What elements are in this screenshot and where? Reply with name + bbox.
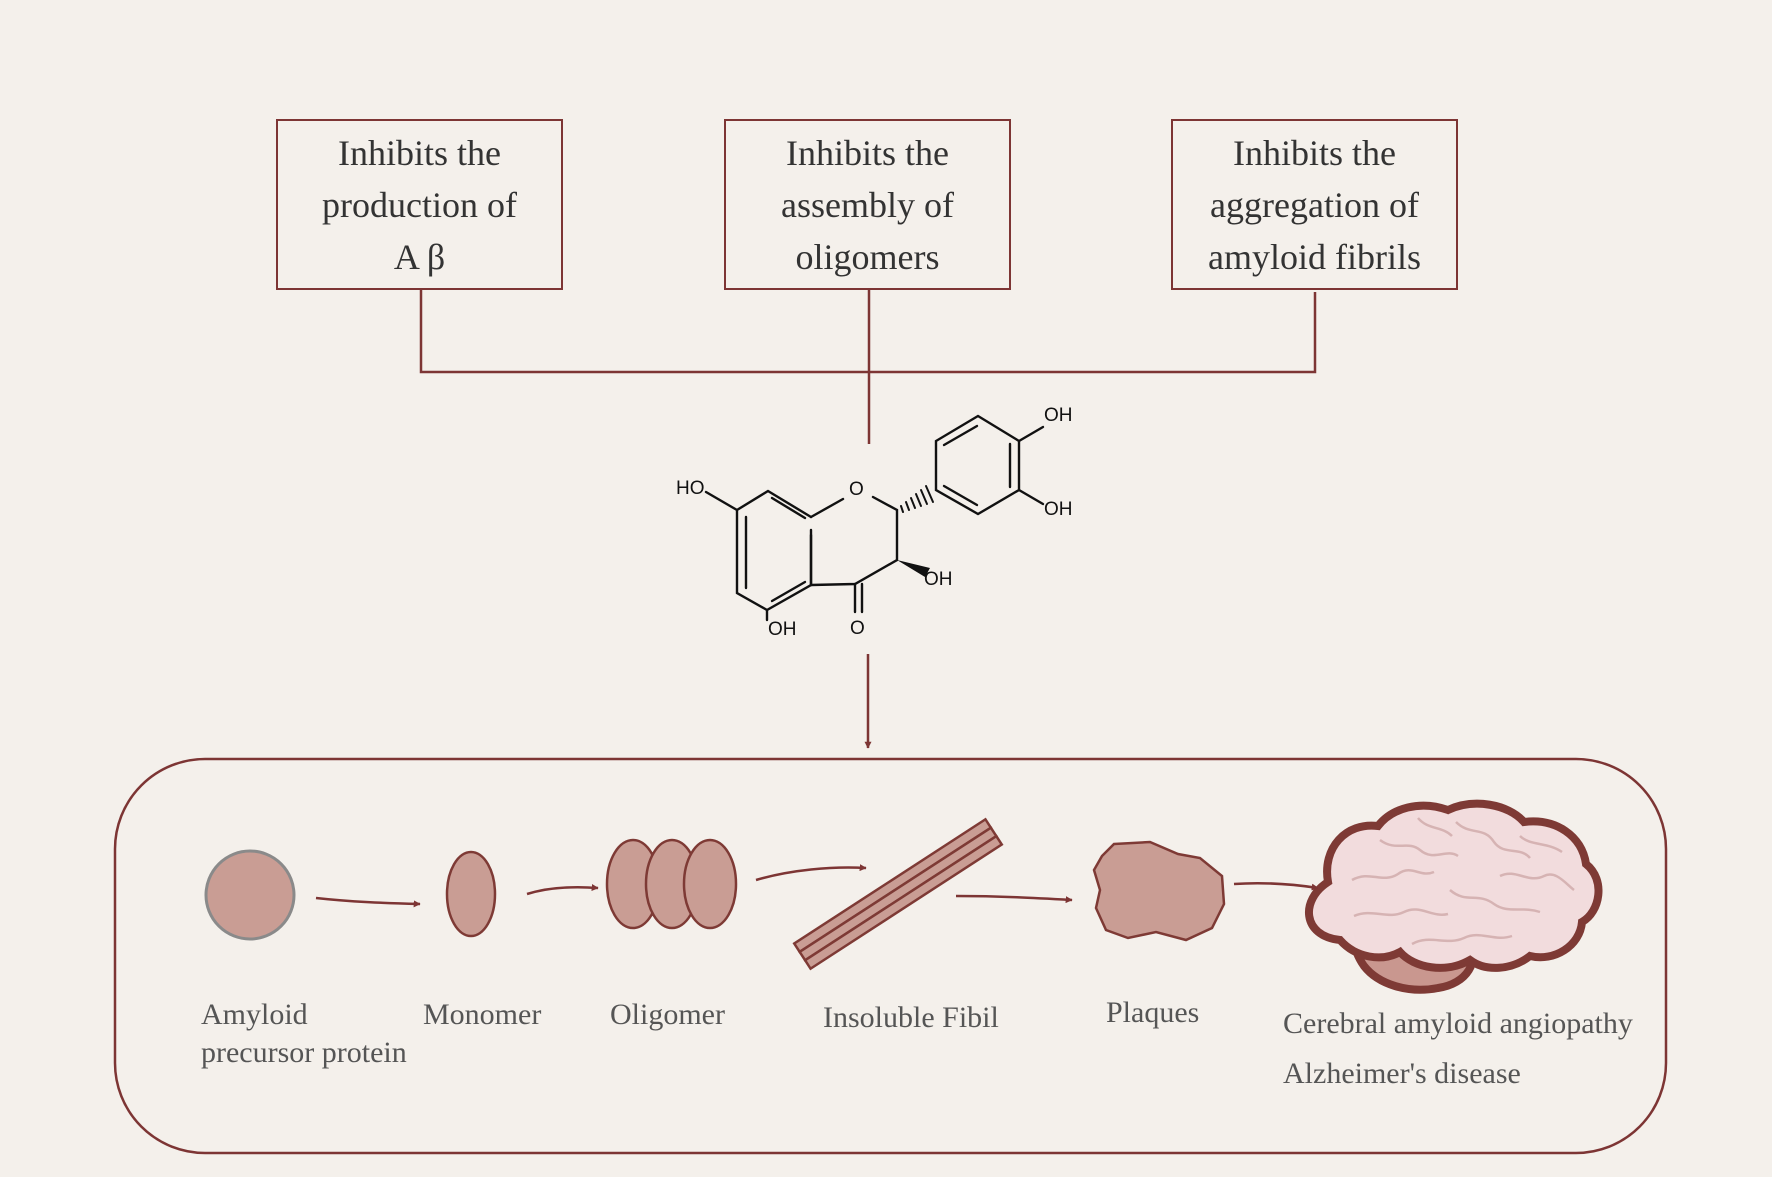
fibril-particle <box>792 817 1004 971</box>
oh-label: OH <box>1044 499 1073 520</box>
hashed-bond <box>900 485 934 513</box>
stage-label-line: Plaques <box>1106 996 1200 1029</box>
stage-label-line: precursor protein <box>201 1036 407 1069</box>
molecule-atom-labels: HO OH OH OH OH O O <box>676 405 1073 640</box>
mechanism-line: oligomers <box>795 236 940 277</box>
brain-icon <box>1304 799 1603 994</box>
oh-label: OH <box>1044 405 1073 426</box>
monomer-particle <box>445 850 497 938</box>
oh-label: HO <box>676 478 705 499</box>
mechanism-line: Inhibits the <box>786 132 949 173</box>
mechanism-line: assembly of <box>781 184 954 225</box>
stage-label-amyloid-precursor: Amyloid precursor protein <box>201 996 407 1072</box>
amyloid-precursor-particle <box>204 849 296 941</box>
mechanism-line: Inhibits the <box>1233 132 1396 173</box>
carbonyl-oxygen-label: O <box>850 618 865 639</box>
pathway-arrow <box>1233 881 1319 891</box>
pathway-container <box>113 757 1668 1155</box>
stage-label-oligomer: Oligomer <box>610 996 725 1034</box>
ring-oxygen-label: O <box>849 479 864 500</box>
pathway-arrow <box>315 896 421 908</box>
connector-lines <box>419 290 1317 444</box>
plaque-particle <box>1092 840 1226 942</box>
stage-label-line: Insoluble Fibil <box>823 1001 999 1034</box>
mechanism-line: A β <box>393 236 446 277</box>
mechanism-line: production of <box>322 184 517 225</box>
stage-label-fibril: Insoluble Fibil <box>823 999 999 1037</box>
pathway-arrow <box>955 894 1073 904</box>
stage-label-plaques: Plaques <box>1106 994 1199 1032</box>
wedge-bond <box>897 560 930 577</box>
pathway-arrows <box>315 864 1319 908</box>
mechanism-line: aggregation of <box>1210 184 1419 225</box>
flavonoid-molecule <box>704 414 1045 622</box>
brain-folds <box>1351 817 1575 946</box>
oligomer-particle <box>605 838 738 930</box>
oh-label: OH <box>768 619 797 640</box>
ring-a <box>735 489 813 612</box>
mechanism-line: Inhibits the <box>338 132 501 173</box>
stage-label-line: Amyloid <box>201 998 308 1031</box>
mechanism-line: amyloid fibrils <box>1208 236 1421 277</box>
mechanism-box-assembly: Inhibits the assembly of oligomers <box>724 119 1011 290</box>
mechanism-box-aggregation: Inhibits the aggregation of amyloid fibr… <box>1171 119 1458 290</box>
stage-label-disease: Cerebral amyloid angiopathy Alzheimer's … <box>1283 999 1633 1099</box>
stage-label-line: Cerebral amyloid angiopathy <box>1283 1007 1633 1040</box>
stage-label-line: Oligomer <box>610 998 725 1031</box>
cerebrum <box>1304 799 1603 972</box>
pathway-arrow <box>755 864 867 882</box>
mechanism-box-production: Inhibits the production of A β <box>276 119 563 290</box>
oh-label: OH <box>924 569 953 590</box>
stage-label-monomer: Monomer <box>423 996 541 1034</box>
ring-b <box>934 414 1021 516</box>
pathway-arrow <box>526 884 599 896</box>
stage-label-line: Alzheimer's disease <box>1283 1057 1521 1090</box>
ring-c <box>809 497 845 519</box>
stage-label-line: Monomer <box>423 998 542 1031</box>
